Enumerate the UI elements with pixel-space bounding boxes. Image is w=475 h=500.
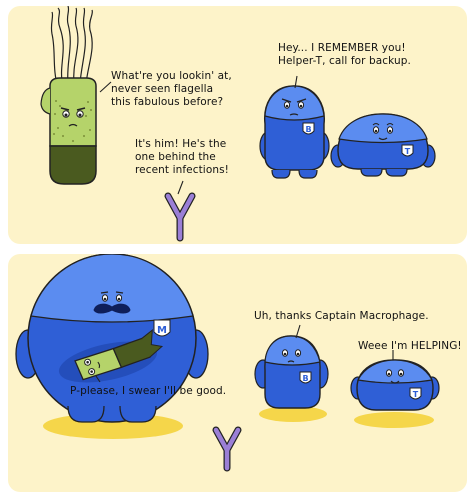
antibody-speech: It's him! He's the one behind the recent…	[135, 138, 229, 176]
t-cell	[330, 113, 436, 177]
bacterium-speech: What're you lookin' at, never seen flage…	[111, 70, 232, 108]
antibody	[164, 192, 196, 242]
panel-1-art: B T	[40, 6, 436, 242]
antibody	[212, 426, 242, 472]
t-badge: T	[405, 147, 411, 156]
b-cell	[259, 85, 330, 179]
b-cell-speech: Hey... I REMEMBER you! Helper-T, call fo…	[278, 42, 411, 67]
b-badge: B	[305, 125, 311, 134]
b-cell-speech: Uh, thanks Captain Macrophage.	[254, 310, 429, 322]
t-badge: T	[413, 390, 419, 399]
comic-panel-1: B T What're you lookin' at, never seen f…	[8, 6, 467, 244]
flagella	[50, 6, 94, 89]
engulfed-bacterium	[58, 328, 164, 383]
m-badge: M	[157, 325, 167, 336]
comic-panel-2: M	[8, 254, 467, 492]
t-cell	[350, 359, 440, 411]
panel-2-art: M	[15, 254, 440, 472]
t-cell-speech: Weee I'm HELPING!	[358, 340, 462, 352]
b-badge: B	[302, 374, 308, 383]
bacterium	[40, 77, 97, 185]
bacterium-speech: P-please, I swear I'll be good.	[70, 385, 227, 397]
b-cell	[254, 335, 329, 409]
mustache	[93, 303, 131, 314]
